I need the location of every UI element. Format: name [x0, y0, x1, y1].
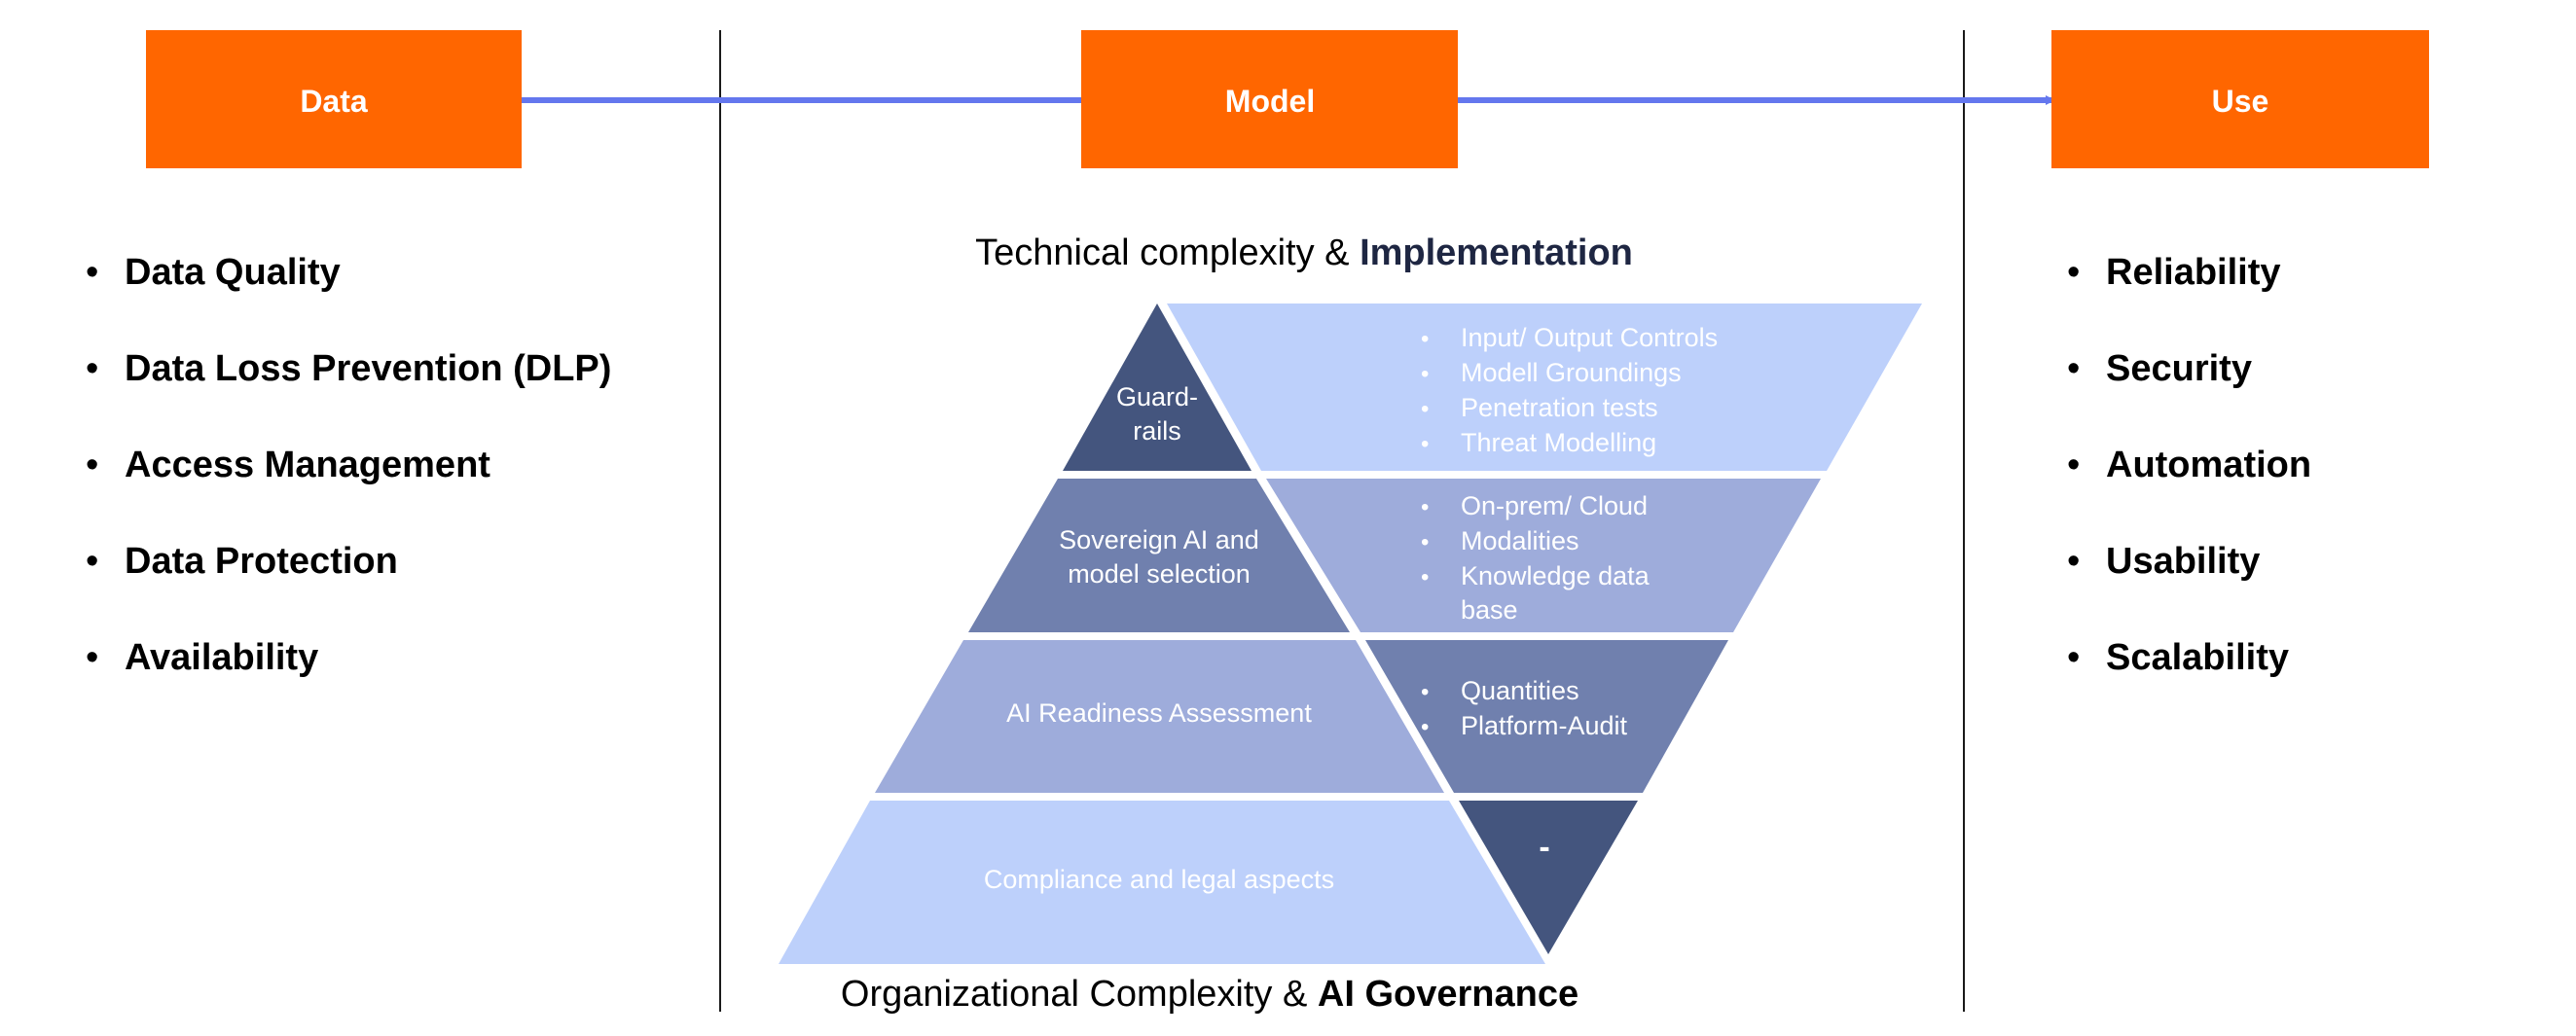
stage-box-model: Model — [1081, 30, 1458, 168]
readiness-label: AI Readiness Assessment — [1006, 698, 1312, 728]
use-list-item: Reliability — [2106, 252, 2281, 293]
data-list-item: Availability — [125, 637, 318, 678]
stage-label-use: Use — [2212, 84, 2269, 119]
bottom-heading-bold: AI Governance — [1318, 974, 1578, 1015]
bottom-heading-prefix: Organizational Complexity & — [841, 974, 1318, 1015]
sovereign-item: Knowledge data — [1461, 561, 1651, 590]
readiness-panel — [1365, 640, 1728, 793]
sovereign-bullet: • — [1421, 494, 1429, 520]
sovereign-label: model selection — [1068, 559, 1251, 589]
guardrails-label: Guard- — [1116, 382, 1198, 411]
data-list-bullet: • — [86, 541, 98, 582]
top-heading-bold: Implementation — [1360, 232, 1633, 273]
data-list-bullet: • — [86, 252, 98, 293]
stage-box-use: Use — [2051, 30, 2429, 168]
data-list-item: Data Quality — [125, 252, 341, 293]
use-list-item: Usability — [2106, 541, 2260, 582]
guardrails-item: Modell Groundings — [1461, 358, 1682, 387]
use-list-bullet: • — [2067, 637, 2080, 678]
stage-box-data-bg — [146, 30, 522, 168]
data-list-bullet: • — [86, 348, 98, 389]
stage-box-model-bg — [1081, 30, 1458, 168]
sovereign-bullet: • — [1421, 564, 1429, 590]
guardrails-item: Threat Modelling — [1461, 428, 1656, 457]
readiness-bullet: • — [1421, 679, 1429, 705]
bottom-heading: Organizational Complexity & AI Governanc… — [841, 974, 1578, 1015]
guardrails-bullet: • — [1421, 431, 1429, 457]
use-list-bullet: • — [2067, 252, 2080, 293]
data-list-bullet: • — [86, 637, 98, 678]
readiness-trapezoid — [875, 640, 1444, 793]
stage-label-data: Data — [300, 84, 368, 119]
sovereign-item: base — [1461, 595, 1518, 625]
use-list-bullet: • — [2067, 541, 2080, 582]
compliance-panel — [1459, 801, 1638, 954]
sovereign-trapezoid — [968, 479, 1350, 632]
pyramid — [779, 304, 1922, 964]
guardrails-item: Input/ Output Controls — [1461, 323, 1718, 352]
sovereign-panel — [1266, 479, 1821, 632]
guardrails-label: rails — [1133, 416, 1181, 446]
data-list-bullet: • — [86, 445, 98, 485]
use-list-bullet: • — [2067, 445, 2080, 485]
data-list-item: Data Protection — [125, 541, 398, 582]
guardrails-bullet: • — [1421, 361, 1429, 387]
compliance-label: Compliance and legal aspects — [984, 865, 1334, 894]
use-list-bullet: • — [2067, 348, 2080, 389]
stage-label-model: Model — [1225, 84, 1315, 119]
data-list-item: Data Loss Prevention (DLP) — [125, 348, 611, 389]
sovereign-item: Modalities — [1461, 526, 1579, 555]
sovereign-item: On-prem/ Cloud — [1461, 491, 1648, 520]
use-list-item: Scalability — [2106, 637, 2289, 678]
sovereign-bullet: • — [1421, 529, 1429, 555]
data-list-item: Access Management — [125, 445, 490, 485]
compliance-items: - — [1539, 829, 1549, 866]
use-list-item: Automation — [2106, 445, 2311, 485]
use-list: • Reliability • Security • Automation • … — [2067, 252, 2311, 678]
guardrails-item: Penetration tests — [1461, 393, 1658, 422]
pyramid-text: Guard- rails • Input/ Output Controls • … — [984, 323, 1718, 894]
use-list-item: Security — [2106, 348, 2252, 389]
data-list: • Data Quality • Data Loss Prevention (D… — [86, 252, 611, 678]
stage-box-data: Data — [146, 30, 522, 168]
guardrails-bullet: • — [1421, 396, 1429, 422]
guardrails-triangle — [1063, 304, 1252, 471]
guardrails-bullet: • — [1421, 326, 1429, 352]
readiness-item: Platform-Audit — [1461, 711, 1628, 740]
top-heading-prefix: Technical complexity & — [975, 232, 1360, 273]
stage-box-use-bg — [2051, 30, 2429, 168]
readiness-item: Quantities — [1461, 676, 1579, 705]
sovereign-label: Sovereign AI and — [1059, 525, 1259, 554]
guardrails-panel — [1167, 304, 1922, 471]
top-heading: Technical complexity & Implementation — [975, 232, 1633, 273]
compliance-trapezoid — [779, 801, 1545, 964]
readiness-bullet: • — [1421, 714, 1429, 740]
